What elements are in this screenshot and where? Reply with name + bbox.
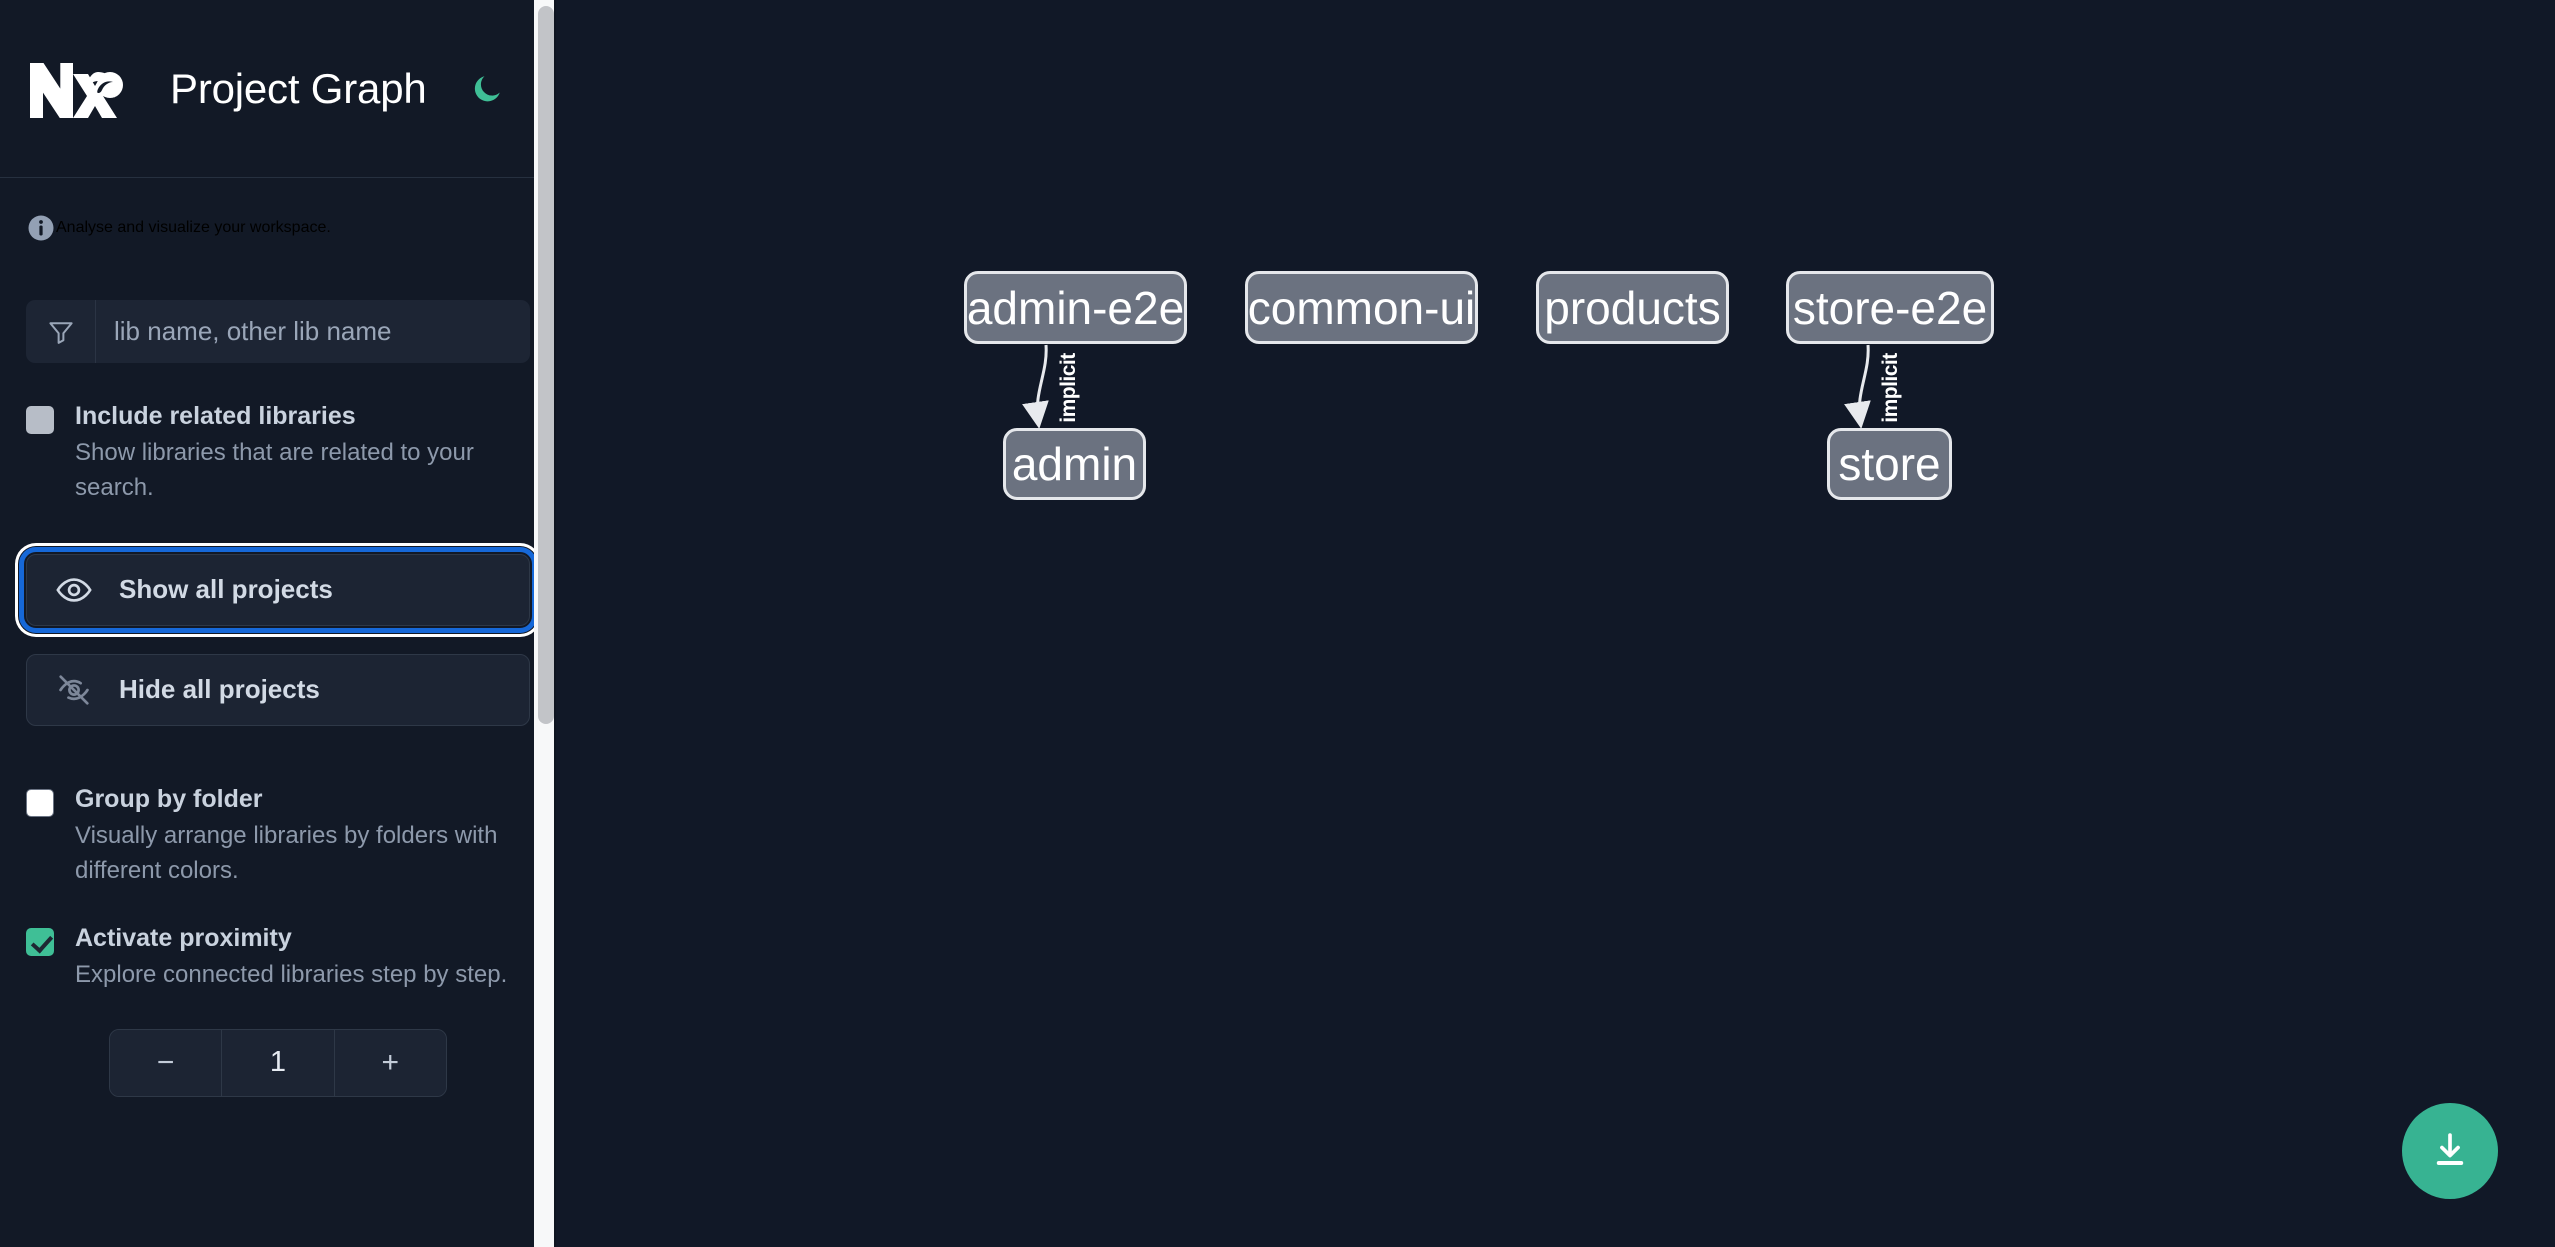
checkbox-label-activate-proximity: Activate proximity — [75, 923, 292, 952]
checkbox-activate-proximity[interactable] — [26, 927, 54, 956]
eye-off-icon — [55, 671, 93, 709]
search-input[interactable] — [96, 300, 530, 363]
proximity-increment-button[interactable]: + — [334, 1029, 446, 1096]
checkbox-row-activate-proximity[interactable]: Activate proximity Explore connected lib… — [0, 889, 556, 993]
proximity-stepper[interactable]: − 1 + — [109, 1028, 447, 1097]
download-icon — [2429, 1129, 2471, 1174]
show-all-projects-label: Show all projects — [119, 574, 333, 605]
graph-node-admin[interactable]: admin — [1003, 428, 1146, 500]
graph-node-label-store: store — [1838, 438, 1941, 490]
edge-store-e2e-to-store — [1844, 344, 1871, 429]
edge-admin-e2e-to-admin — [1022, 344, 1049, 429]
hide-all-projects-label: Hide all projects — [119, 674, 320, 705]
checkbox-row-group-by-folder[interactable]: Group by folder Visually arrange librari… — [0, 726, 556, 889]
graph-node-label-products: products — [1544, 281, 1721, 334]
sidebar-tagline-row: Analyse and visualize your workspace. — [0, 178, 556, 248]
search-box[interactable] — [26, 300, 530, 363]
download-button[interactable] — [2402, 1103, 2498, 1199]
nx-logo — [26, 56, 130, 122]
sidebar-header: Project Graph — [0, 0, 556, 178]
proximity-decrement-button[interactable]: − — [110, 1029, 222, 1096]
checkbox-label-include-related-libraries: Include related libraries — [75, 402, 356, 430]
sidebar-scrollbar[interactable] — [534, 0, 556, 1247]
sidebar: Project Graph Analyse and visualize your… — [0, 0, 556, 1247]
proximity-stepper-wrap: − 1 + — [0, 993, 556, 1097]
moon-icon[interactable] — [465, 67, 509, 111]
graph-node-label-store-e2e: store-e2e — [1792, 281, 1988, 334]
checkbox-description-include-related-libraries: Show libraries that are related to your … — [75, 439, 474, 502]
sidebar-scrollbar-thumb[interactable] — [538, 6, 554, 724]
graph-edges — [1022, 344, 1871, 429]
graph-node-admin-e2e[interactable]: admin-e2e — [964, 271, 1187, 344]
graph-node-label-admin-e2e: admin-e2e — [966, 281, 1185, 334]
graph-node-common-ui[interactable]: common-ui — [1245, 271, 1478, 344]
checkbox-description-activate-proximity: Explore connected libraries step by step… — [75, 960, 508, 988]
checkbox-group-by-folder[interactable] — [26, 788, 54, 817]
filter-funnel-icon[interactable] — [26, 300, 96, 363]
graph-node-store[interactable]: store — [1827, 428, 1952, 500]
graph-node-store-e2e[interactable]: store-e2e — [1786, 271, 1994, 344]
sidebar-content: Project Graph Analyse and visualize your… — [0, 0, 556, 1097]
button-spacer — [26, 626, 530, 654]
page-title: Project Graph — [170, 64, 427, 112]
checkbox-label-group-by-folder: Group by folder — [75, 784, 263, 813]
search-section — [0, 248, 556, 363]
graph-node-label-common-ui: common-ui — [1247, 281, 1476, 334]
checkbox-description-group-by-folder: Visually arrange libraries by folders wi… — [75, 822, 498, 884]
edge-label-store-e2e-to-store: implicit — [1878, 353, 1902, 423]
graph-node-label-admin: admin — [1011, 438, 1138, 490]
show-all-projects-button[interactable]: Show all projects — [19, 546, 537, 633]
graph-node-products[interactable]: products — [1536, 271, 1729, 344]
sidebar-tagline: Analyse and visualize your workspace. — [56, 219, 331, 236]
checkbox-include-related-libraries[interactable] — [26, 406, 54, 434]
proximity-value: 1 — [221, 1029, 335, 1096]
graph-canvas[interactable]: implicit implicit admin-e2e common-ui pr… — [556, 0, 2555, 1247]
info-icon — [26, 213, 56, 243]
projects-button-group: Show all projects Hide all projects — [0, 506, 556, 726]
checkbox-row-include-related-libraries[interactable]: Include related libraries Show libraries… — [0, 363, 556, 506]
edge-label-admin-e2e-to-admin: implicit — [1056, 353, 1080, 423]
sidebar-edge — [554, 0, 556, 1247]
eye-icon — [55, 571, 93, 609]
hide-all-projects-button[interactable]: Hide all projects — [26, 653, 530, 726]
